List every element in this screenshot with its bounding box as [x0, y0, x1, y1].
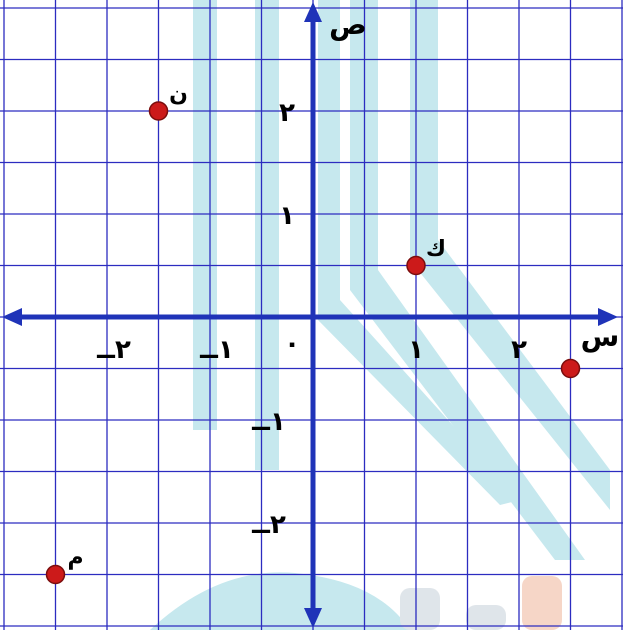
- watermark-stripe: [193, 0, 217, 430]
- x-axis-arrow-left: [2, 308, 22, 326]
- y-tick-label: ١ــ: [251, 407, 286, 437]
- point-label: ن: [169, 82, 188, 107]
- watermark-stripe: [410, 0, 610, 510]
- x-tick-label: ٢ــ: [96, 335, 131, 365]
- x-tick-label: ١ــ: [199, 335, 234, 365]
- y-tick-label: ٢ــ: [251, 510, 286, 540]
- x-axis-arrow-right: [598, 308, 618, 326]
- watermark-stripe: [350, 0, 585, 560]
- data-point: [148, 101, 169, 121]
- watermark-arc: [150, 572, 410, 630]
- data-point: [45, 564, 66, 585]
- watermark-stripe: [255, 0, 279, 470]
- y-axis-arrow-bottom: [304, 608, 322, 628]
- watermark-logo: [150, 0, 610, 630]
- watermark-silo: [522, 576, 562, 630]
- watermark-stripe: [318, 0, 520, 505]
- origin-label: ٠: [284, 329, 300, 359]
- y-tick-label: ٢: [279, 98, 295, 128]
- point-label: ك: [426, 237, 446, 262]
- x-tick-label: ١: [408, 335, 424, 365]
- x-axis-label: س: [581, 320, 620, 353]
- point-label: م: [67, 546, 83, 571]
- watermark-silo: [400, 588, 440, 630]
- y-tick-label: ١: [279, 201, 295, 231]
- data-point: [560, 358, 581, 379]
- data-points: ن ك م: [45, 82, 581, 585]
- y-axis-label: ص: [329, 8, 367, 41]
- watermark-silo: [466, 605, 506, 630]
- y-axis-arrow-top: [304, 2, 322, 22]
- x-tick-label: ٢: [511, 335, 527, 365]
- tick-labels: ص س ٠ ٢ــ ١ــ ١ ٢ ٢ ١ ١ــ ٢ــ: [96, 8, 619, 540]
- data-point: [406, 255, 426, 276]
